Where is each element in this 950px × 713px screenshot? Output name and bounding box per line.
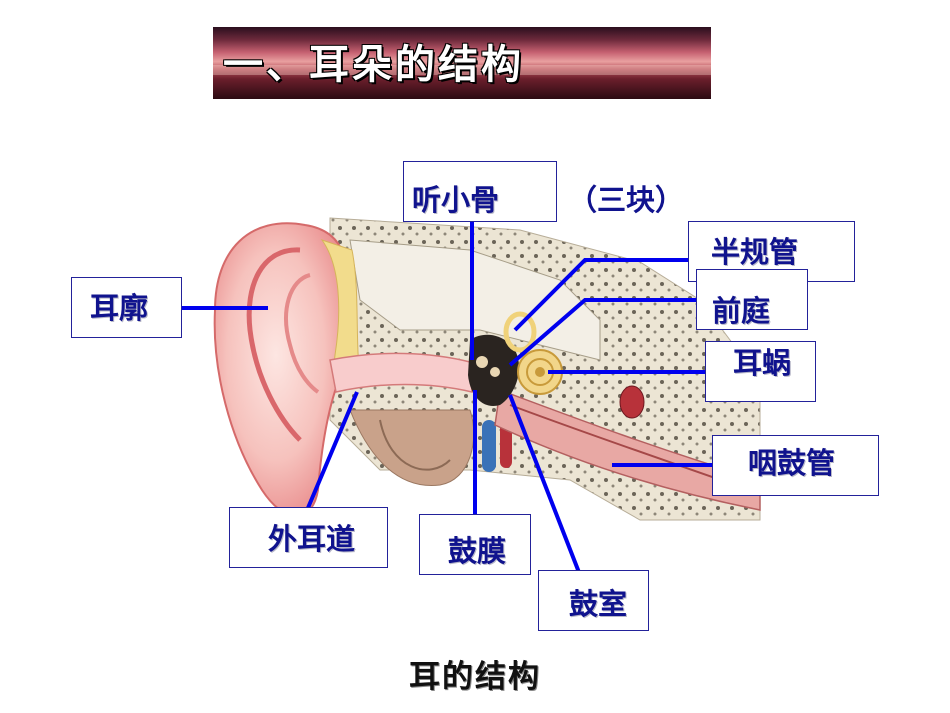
ossicles-box bbox=[403, 161, 557, 222]
tympanic-box bbox=[538, 570, 649, 631]
eustachian-box bbox=[712, 435, 879, 496]
cochlea-core bbox=[535, 367, 545, 377]
ossicle-malleus bbox=[476, 356, 488, 368]
ossicles-label: 听小骨 bbox=[412, 183, 500, 217]
vestibule-box bbox=[696, 269, 808, 330]
cochlea-label: 耳蜗 bbox=[733, 346, 792, 380]
temporal-bone bbox=[349, 239, 601, 361]
auricle-inner-fold bbox=[284, 273, 320, 394]
auricle-label: 耳廓 bbox=[90, 291, 149, 325]
semicircular-label: 半规管 bbox=[711, 235, 799, 269]
ear-canal-shape bbox=[329, 352, 473, 393]
ossicle-incus bbox=[490, 367, 500, 377]
eardrum-box bbox=[419, 514, 531, 575]
leader-tympanic bbox=[508, 394, 582, 576]
sunset-haze bbox=[213, 65, 711, 75]
eustachian-label: 咽鼓管 bbox=[748, 446, 836, 480]
leader-lines bbox=[177, 222, 712, 576]
cochlea-box bbox=[705, 341, 816, 402]
blue-vessel bbox=[482, 420, 496, 472]
leader-ear-canal bbox=[303, 391, 359, 516]
leader-vestibule bbox=[508, 298, 696, 367]
figure-caption: 耳的结构 bbox=[409, 659, 541, 695]
title-banner: 一、耳朵的结构 bbox=[213, 27, 711, 99]
tympanic-label: 鼓室 bbox=[569, 587, 628, 621]
ossicles-note: （三块） bbox=[568, 183, 685, 217]
page-title: 一、耳朵的结构 bbox=[223, 42, 524, 88]
semicircular-canal bbox=[503, 311, 537, 353]
eustachian-tube-shape bbox=[494, 388, 761, 511]
auricle-box bbox=[71, 277, 182, 338]
eardrum-label: 鼓膜 bbox=[448, 534, 507, 568]
lower-tissue-2 bbox=[379, 419, 451, 471]
vestibule-label: 前庭 bbox=[712, 294, 771, 328]
ear-canal-label: 外耳道 bbox=[268, 522, 356, 556]
ear-canal-box bbox=[229, 507, 388, 568]
auricle-shape bbox=[213, 222, 352, 518]
leader-semicircular bbox=[513, 258, 690, 332]
auricle-fold bbox=[246, 247, 302, 442]
carotid-end bbox=[619, 385, 645, 419]
